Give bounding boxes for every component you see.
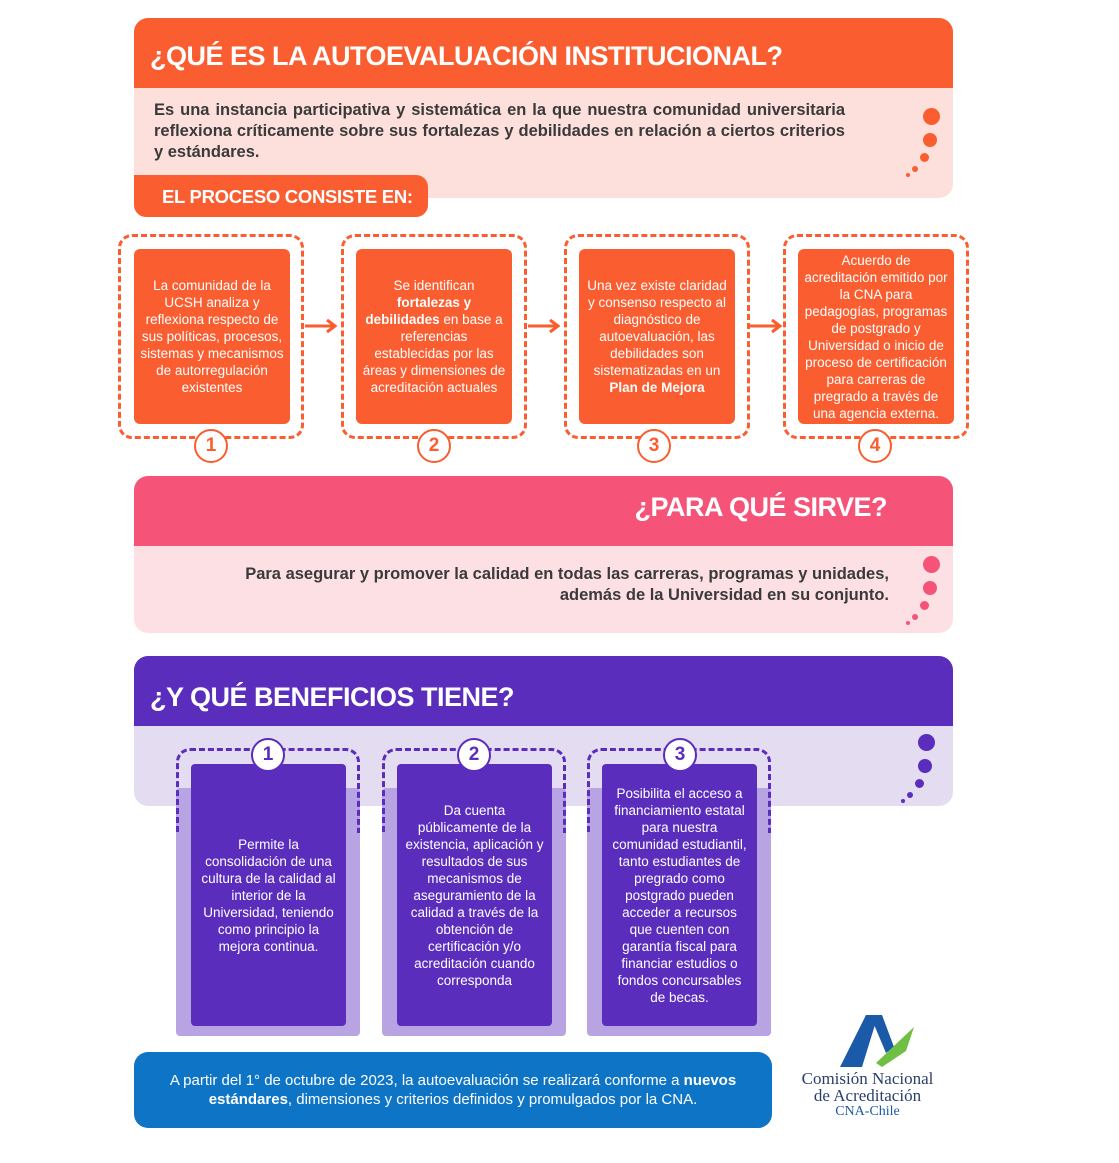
benefit-number: 3 [663,738,697,772]
arrow-right-icon [528,318,561,334]
section1-description: Es una instancia participativa y sistemá… [154,101,845,161]
benefit-text: Da cuenta públicamente de la existencia,… [405,802,544,988]
arrow-right-icon [305,318,338,334]
logo-line: de Acreditación [813,1086,922,1105]
footer-bold: nuevos estándares [208,1072,737,1108]
footer-text: A partir del 1° de octubre de 2023, la a… [169,1072,684,1089]
process-step-number: 1 [194,429,228,463]
process-step-4: Acuerdo de acreditación emitido por la C… [798,249,954,424]
process-step-bold: Plan de Mejora [609,380,705,395]
process-step-number: 4 [858,429,892,463]
benefit-1: Permite la consolidación de una cultura … [191,764,346,1026]
benefit-2: Da cuenta públicamente de la existencia,… [397,764,552,1026]
process-step-text: La comunidad de la UCSH analiza y reflex… [140,278,284,395]
process-step-text: Acuerdo de acreditación emitido por la C… [804,252,948,421]
process-step-bold: fortalezas y debilidades [365,295,472,327]
benefit-number: 1 [251,738,285,772]
process-step-number: 3 [637,429,671,463]
process-label: EL PROCESO CONSISTE EN: [134,175,428,217]
process-step-1: La comunidad de la UCSH analiza y reflex… [134,249,290,424]
arrow-right-icon [750,318,783,334]
process-step-text: Se identifican [393,278,475,293]
process-step-number: 2 [417,429,451,463]
footer-note: A partir del 1° de octubre de 2023, la a… [134,1052,772,1128]
cna-logo-icon [840,1015,914,1067]
process-step-text: en base a referencias establecidas por l… [362,312,506,395]
decorative-dots-icon [898,734,938,804]
decorative-dots-icon [903,556,943,626]
decorative-dots-icon [903,108,943,178]
section2-panel [134,546,953,633]
section2-title: ¿PARA QUÉ SIRVE? [134,476,953,546]
section2-description: Para asegurar y promover la calidad en t… [245,565,889,604]
benefit-number: 2 [457,738,491,772]
logo-text: Comisión Nacional de Acreditación CNA-Ch… [790,1070,945,1119]
logo-line: CNA-Chile [835,1104,900,1119]
benefit-3: Posibilita el acceso a financiamiento es… [602,764,757,1026]
benefit-text: Permite la consolidación de una cultura … [201,836,336,954]
section3-title: ¿Y QUÉ BENEFICIOS TIENE? [134,656,953,726]
process-step-2: Se identifican fortalezas y debilidades … [356,249,512,424]
process-step-text: Una vez existe claridad y consenso respe… [587,278,727,378]
benefit-text: Posibilita el acceso a financiamiento es… [612,785,747,1005]
section1-title: ¿QUÉ ES LA AUTOEVALUACIÓN INSTITUCIONAL? [134,18,953,88]
footer-text: , dimensiones y criterios definidos y pr… [287,1091,698,1108]
process-step-3: Una vez existe claridad y consenso respe… [579,249,735,424]
logo-line: Comisión Nacional [801,1069,934,1088]
